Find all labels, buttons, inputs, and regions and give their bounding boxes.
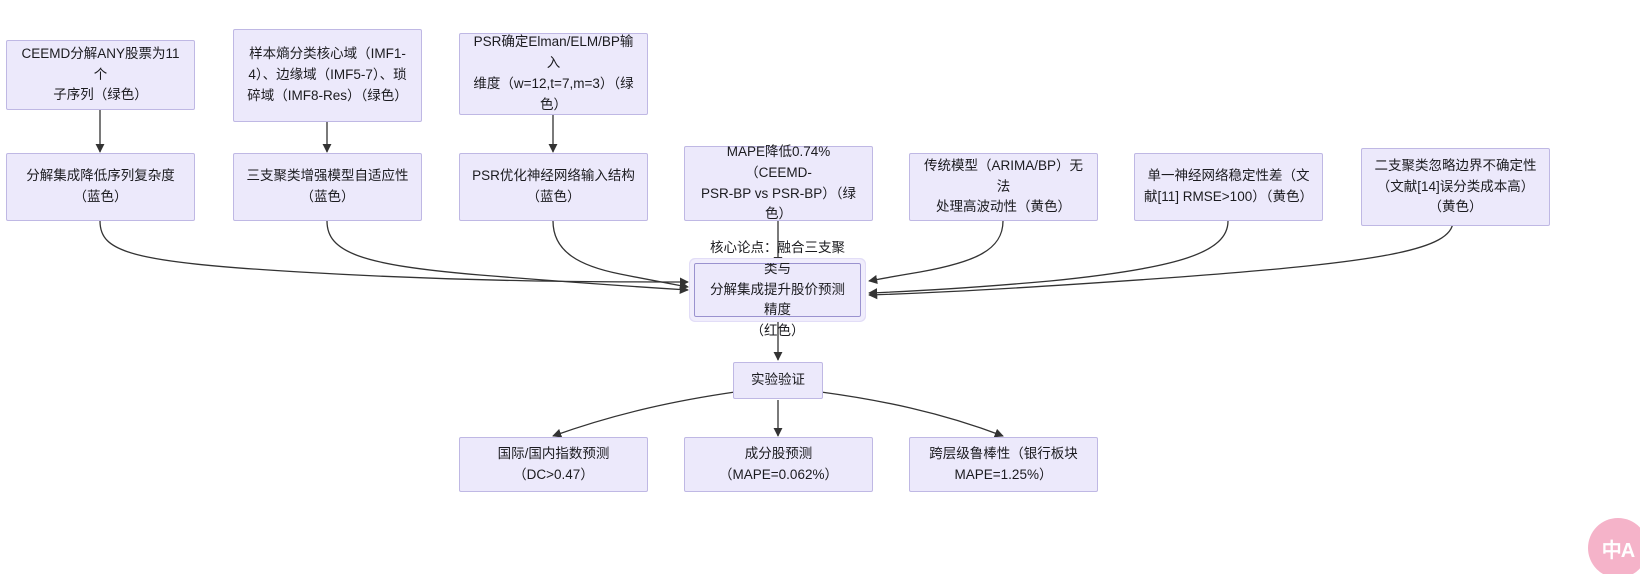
node-ceemd-decompose[interactable]: CEEMD分解ANY股票为11个 子序列（绿色） xyxy=(6,40,195,110)
node-label: 分解集成降低序列复杂度 （蓝色） xyxy=(26,168,175,204)
watermark-badge: 中A xyxy=(1588,518,1640,574)
node-core-argument[interactable]: 核心论点：融合三支聚类与 分解集成提升股价预测精度 （红色） xyxy=(690,240,865,338)
node-single-network[interactable]: 单一神经网络稳定性差（文 献[11] RMSE>100）（黄色） xyxy=(1134,153,1323,221)
node-cross-level-robust[interactable]: 跨层级鲁棒性（银行板块 MAPE=1.25%） xyxy=(909,437,1098,492)
edge-psropt-to-core xyxy=(552,220,689,290)
node-label: 样本熵分类核心域（IMF1- 4）、边缘域（IMF5-7）、琐 碎域（IMF8-… xyxy=(247,46,408,103)
node-label: MAPE降低0.74%（CEEMD- PSR-BP vs PSR-BP）（绿 色… xyxy=(700,143,857,222)
node-mape-drop[interactable]: MAPE降低0.74%（CEEMD- PSR-BP vs PSR-BP）（绿 色… xyxy=(684,144,873,221)
node-label: PSR优化神经网络输入结构 （蓝色） xyxy=(472,168,635,204)
node-experiment[interactable]: 实验验证 xyxy=(733,362,823,399)
node-psr-dimension[interactable]: PSR确定Elman/ELM/BP输入 维度（w=12,t=7,m=3）（绿 色… xyxy=(459,33,648,115)
node-label: 实验验证 xyxy=(751,372,805,388)
node-label: 二支聚类忽略边界不确定性 （文献[14]误分类成本高） （黄色） xyxy=(1374,157,1537,215)
node-label: 单一神经网络稳定性差（文 献[11] RMSE>100）（黄色） xyxy=(1144,168,1313,204)
node-constituent-forecast[interactable]: 成分股预测 （MAPE=0.062%） xyxy=(684,437,873,492)
node-label: 三支聚类增强模型自适应性 （蓝色） xyxy=(246,168,409,204)
edge-experiment-to-index xyxy=(552,391,736,438)
node-psr-optimize[interactable]: PSR优化神经网络输入结构 （蓝色） xyxy=(459,153,648,221)
node-label: 跨层级鲁棒性（银行板块 MAPE=1.25%） xyxy=(929,445,1078,482)
node-label: 核心论点：融合三支聚类与 分解集成提升股价预测精度 （红色） xyxy=(710,239,845,339)
node-label: CEEMD分解ANY股票为11个 子序列（绿色） xyxy=(21,45,180,103)
edge-single-to-core xyxy=(868,220,1229,298)
node-two-way-cluster[interactable]: 二支聚类忽略边界不确定性 （文献[14]误分类成本高） （黄色） xyxy=(1361,148,1550,226)
edge-reduce-to-core xyxy=(99,220,689,287)
edge-twoway-to-core xyxy=(868,220,1454,300)
node-index-forecast[interactable]: 国际/国内指数预测 （DC>0.47） xyxy=(459,437,648,492)
node-label: PSR确定Elman/ELM/BP输入 维度（w=12,t=7,m=3）（绿 色… xyxy=(473,34,634,112)
node-three-way-cluster[interactable]: 三支聚类增强模型自适应性 （蓝色） xyxy=(233,153,422,221)
node-label: 国际/国内指数预测 （DC>0.47） xyxy=(497,445,610,482)
watermark-text: 中A xyxy=(1601,539,1635,562)
node-sample-entropy[interactable]: 样本熵分类核心域（IMF1- 4）、边缘域（IMF5-7）、琐 碎域（IMF8-… xyxy=(233,29,422,122)
node-label: 传统模型（ARIMA/BP）无法 处理高波动性（黄色） xyxy=(923,157,1083,215)
edge-traditional-to-core xyxy=(868,220,1004,285)
edge-experiment-to-robust xyxy=(820,391,1004,438)
node-reduce-complexity[interactable]: 分解集成降低序列复杂度 （蓝色） xyxy=(6,153,195,221)
node-traditional-model[interactable]: 传统模型（ARIMA/BP）无法 处理高波动性（黄色） xyxy=(909,153,1098,221)
edge-cluster-to-core xyxy=(326,220,689,295)
node-label: 成分股预测 （MAPE=0.062%） xyxy=(719,445,838,482)
